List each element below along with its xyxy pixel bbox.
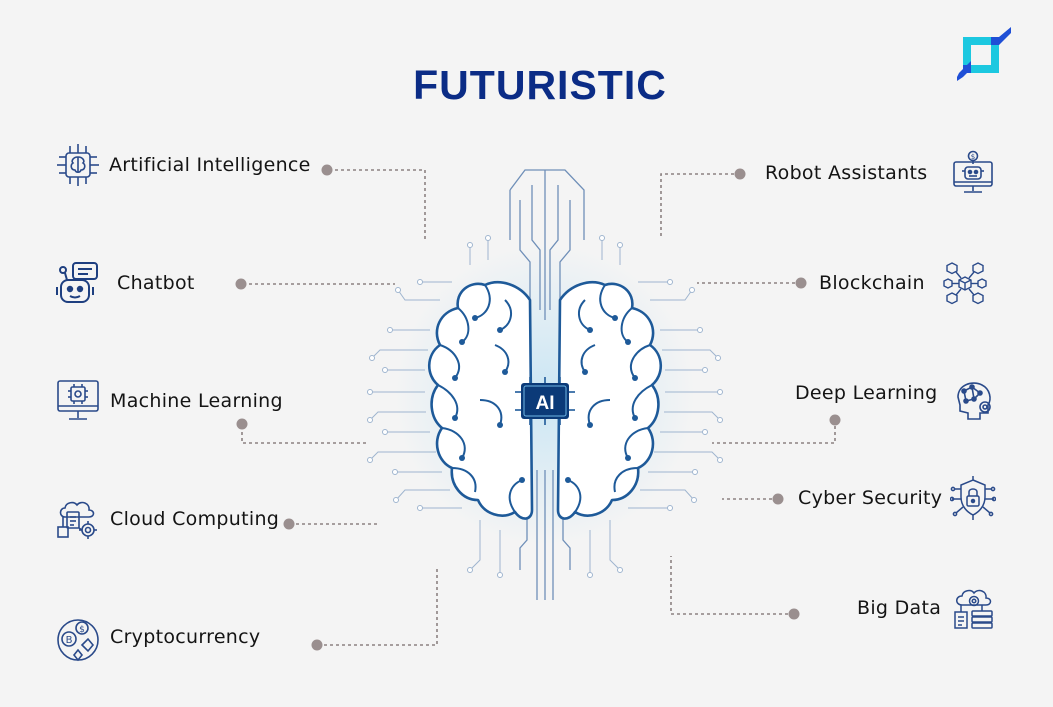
label-cyber-security: Cyber Security xyxy=(798,487,943,509)
dot-cloud-computing xyxy=(283,518,295,530)
circuit-trunk-top xyxy=(509,169,585,320)
brain-nodes xyxy=(452,315,638,483)
dot-cyber-security xyxy=(772,493,784,505)
shield-lock-circuit-icon xyxy=(950,476,996,520)
monitor-chip-icon xyxy=(57,380,99,420)
brand-logo-icon xyxy=(957,27,1011,81)
connector-deep-learning xyxy=(712,420,836,444)
connector-cryptocurrency xyxy=(318,568,438,646)
dot-cryptocurrency xyxy=(311,639,323,651)
ai-chip-brain-icon xyxy=(57,144,99,186)
label-artificial-intelligence: Artificial Intelligence xyxy=(109,154,311,176)
crypto-coins-icon: B $ xyxy=(57,619,99,662)
circuit-brain-illustration: AI xyxy=(367,169,723,600)
dot-robot-assistants xyxy=(734,168,746,180)
connector-artificial-intelligence xyxy=(329,169,426,240)
label-robot-assistants: Robot Assistants xyxy=(765,162,928,184)
circuit-side-nodes xyxy=(367,235,723,578)
svg-text:B: B xyxy=(66,635,73,646)
connector-machine-learning xyxy=(241,426,368,444)
connector-big-data xyxy=(670,556,794,615)
chatbot-icon xyxy=(56,262,98,303)
circuit-side-traces xyxy=(369,238,721,575)
dot-deep-learning xyxy=(829,414,841,426)
label-chatbot: Chatbot xyxy=(117,272,195,294)
svg-text:$: $ xyxy=(79,625,85,635)
label-cryptocurrency: Cryptocurrency xyxy=(110,626,261,648)
label-blockchain: Blockchain xyxy=(819,272,925,294)
connector-lines xyxy=(241,169,836,646)
big-data-server-icon xyxy=(954,589,993,629)
dot-big-data xyxy=(788,608,800,620)
svg-text:$: $ xyxy=(971,153,975,161)
dot-blockchain xyxy=(795,277,807,289)
cloud-computing-icon xyxy=(57,501,97,539)
label-deep-learning: Deep Learning xyxy=(795,382,938,404)
blockchain-cubes-icon xyxy=(943,262,987,305)
page-title: FUTURISTIC xyxy=(413,62,667,108)
connector-robot-assistants xyxy=(660,173,740,238)
dot-artificial-intelligence xyxy=(321,164,333,176)
dot-chatbot xyxy=(235,278,247,290)
robot-monitor-icon: $ xyxy=(953,150,993,193)
connector-dots xyxy=(235,164,841,651)
label-big-data: Big Data xyxy=(857,597,942,619)
label-machine-learning: Machine Learning xyxy=(110,390,283,412)
head-gear-network-icon xyxy=(957,382,991,420)
label-cloud-computing: Cloud Computing xyxy=(110,508,280,530)
ai-chip: AI xyxy=(515,377,575,425)
dot-machine-learning xyxy=(236,418,248,430)
ai-chip-label: AI xyxy=(536,393,555,414)
brain-folds xyxy=(437,284,653,513)
